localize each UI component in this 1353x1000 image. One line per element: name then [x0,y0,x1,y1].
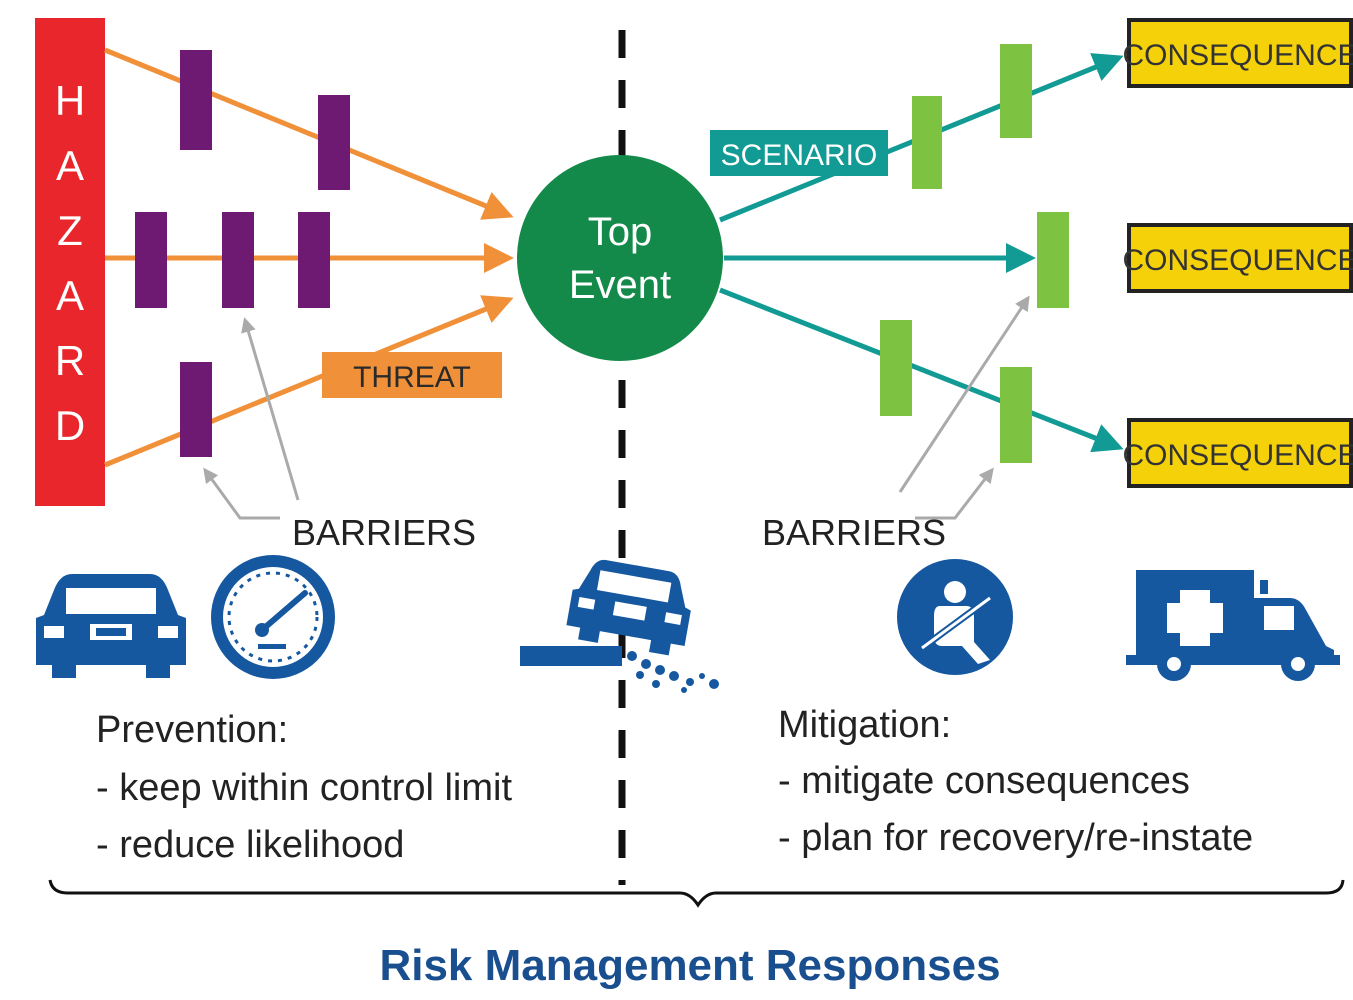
barriers-label-left: BARRIERS [292,512,476,553]
scenario-label: SCENARIO [721,139,878,172]
bottom-brace [48,879,1345,908]
mitigation-barrier [1000,367,1032,463]
prevention-barrier [180,50,212,150]
scenario-tag: SCENARIO [710,130,888,176]
threat-line-bottom [104,295,514,468]
mitigation-barrier [912,96,942,189]
hazard-letter: R [55,337,85,384]
mitigation-barrier [880,320,912,416]
threat-line-top [104,47,514,220]
hazard-letter: A [56,142,84,189]
prevention-barrier [180,362,212,457]
hazard-block: H A Z A R D [35,18,105,506]
mitigation-item: - plan for recovery/re-instate [778,817,1253,859]
prevention-barrier [318,95,350,190]
barrier-pointer-left-b [241,317,300,501]
prevention-heading: Prevention: [96,709,288,751]
hazard-letter: A [56,272,84,319]
consequence-label: CONSEQUENCE [1122,39,1353,72]
threat-tag: THREAT [322,352,502,398]
prevention-item: - reduce likelihood [96,824,404,866]
threat-label: THREAT [353,361,471,394]
consequence-boxes: CONSEQUENCE CONSEQUENCE CONSEQUENCE [1122,18,1353,488]
prevention-item: - keep within control limit [96,767,512,809]
barrier-pointer-left-a [203,467,280,520]
prevention-barrier [135,212,167,308]
car-icon [36,574,186,678]
consequence-label: CONSEQUENCE [1122,244,1353,277]
mitigation-barriers [880,44,1069,463]
top-event-line2: Event [569,263,671,307]
mitigation-item: - mitigate consequences [778,760,1190,802]
car-off-road-icon [520,559,719,693]
diagram-title: Risk Management Responses [379,941,1000,990]
hazard-letter: Z [57,207,83,254]
hazard-letter: D [55,402,85,449]
prevention-barrier [222,212,254,308]
mitigation-heading: Mitigation: [778,704,951,746]
consequence-box [1127,223,1353,293]
consequence-box [1127,418,1353,488]
mitigation-barrier [1037,212,1069,308]
top-event: Top Event [517,155,723,361]
barrier-pointer-right-b [915,467,994,520]
barriers-label-right: BARRIERS [762,512,946,553]
scenario-line-bottom [719,287,1124,453]
seatbelt-icon [897,559,1013,675]
mitigation-barrier [1000,44,1032,138]
consequence-box [1127,18,1353,88]
prevention-barrier [298,212,330,308]
barrier-pointers [203,295,1030,520]
hazard-letter: H [55,77,85,124]
mitigation-section: Mitigation: - mitigate consequences - pl… [778,704,1253,859]
top-event-line1: Top [588,210,653,254]
barrier-pointer-right-a [898,295,1030,493]
prevention-section: Prevention: - keep within control limit … [96,709,512,866]
prevention-barriers [135,50,350,457]
ambulance-icon [1126,570,1340,681]
speedometer-icon [211,555,335,679]
consequence-label: CONSEQUENCE [1122,439,1353,472]
